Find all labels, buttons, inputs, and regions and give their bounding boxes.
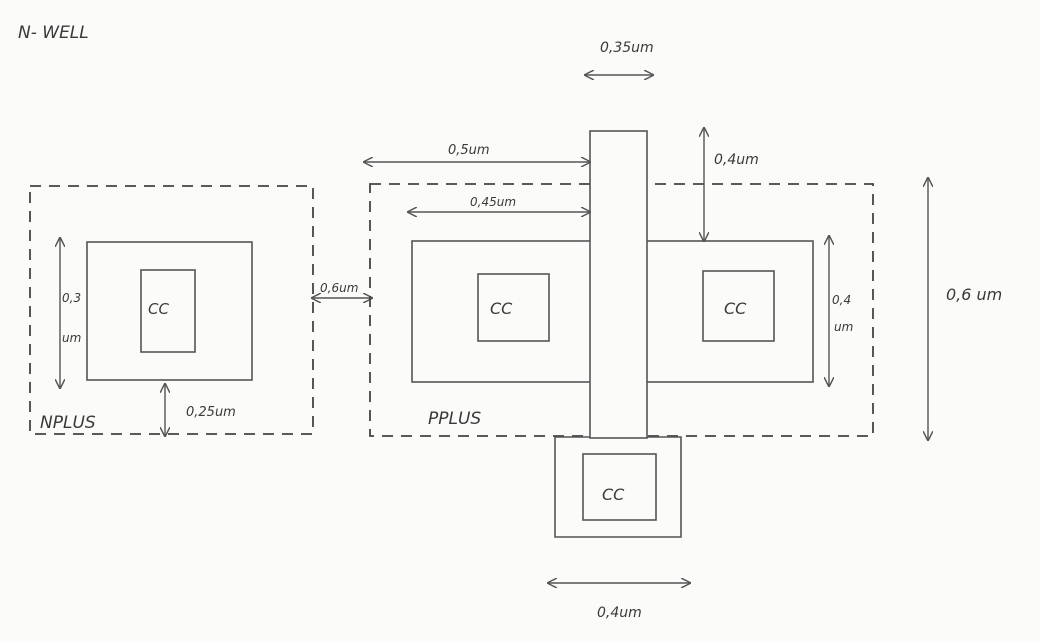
nplus-region [29,185,314,435]
gate-pad [554,436,682,538]
overall-height-label: 0,6 um [946,285,1002,304]
left-extent-label: 0,5um [448,143,490,158]
pad-width-label: 0,4um [597,605,642,621]
gate-pad-contact-label: CC [602,485,625,504]
gate-width-label: 0,35um [600,40,654,56]
nplus-active [86,241,253,381]
pplus-contact-left [477,273,550,342]
pplus-contact-right [702,270,775,342]
gate-poly [589,130,648,439]
nplus-height-label-a: 0,3 [62,291,81,305]
nplus-height-label-b: um [62,331,81,345]
gate-pad-contact [582,453,657,521]
nplus-contact-label: CC [148,300,169,318]
pplus-contact-right-label: CC [724,299,747,318]
nwell-title: N- WELL [18,23,89,43]
inner-extent-label: 0,45um [470,195,516,209]
nplus-label: NPLUS [40,413,96,433]
active-height-label-b: um [834,320,853,334]
spacing-label: 0,6um [320,281,358,295]
nplus-gap-label: 0,25um [186,405,236,420]
pplus-contact-left-label: CC [490,299,513,318]
gate-ext-label: 0,4um [714,152,759,168]
active-height-label-a: 0,4 [832,293,851,307]
nplus-contact [140,269,196,353]
pplus-label: PPLUS [428,409,481,429]
